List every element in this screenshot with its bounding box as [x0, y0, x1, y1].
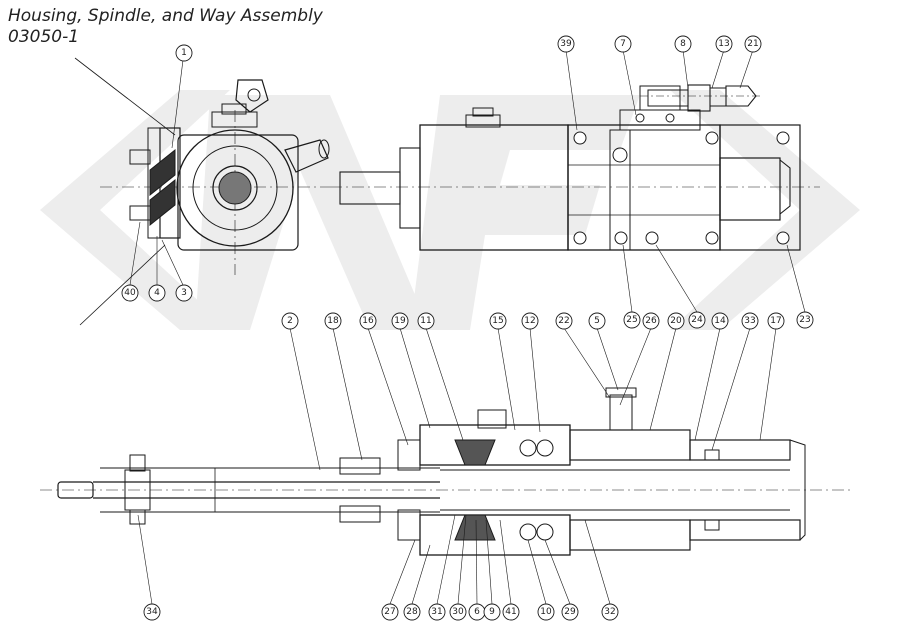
- callout-28: 28: [403, 603, 421, 621]
- svg-text:28: 28: [406, 607, 418, 617]
- callout-24: 24: [688, 311, 706, 329]
- svg-text:27: 27: [384, 607, 395, 617]
- svg-text:2: 2: [287, 316, 293, 326]
- callout-12: 12: [521, 312, 539, 330]
- callout-33: 33: [741, 312, 759, 330]
- callout-17: 17: [767, 312, 785, 330]
- callout-23: 23: [796, 311, 814, 329]
- callout-7: 7: [614, 35, 632, 53]
- svg-text:8: 8: [680, 39, 686, 49]
- svg-text:9: 9: [489, 607, 495, 617]
- callout-41: 41: [502, 603, 520, 621]
- svg-text:13: 13: [718, 39, 729, 49]
- svg-text:18: 18: [327, 316, 339, 326]
- svg-text:10: 10: [540, 607, 552, 617]
- section-view: [40, 387, 850, 556]
- svg-text:16: 16: [362, 316, 374, 326]
- callout-3: 3: [175, 284, 193, 302]
- svg-text:11: 11: [420, 316, 431, 326]
- svg-text:32: 32: [604, 607, 615, 617]
- watermark: [40, 90, 860, 330]
- callout-30: 30: [449, 603, 467, 621]
- svg-text:41: 41: [505, 607, 516, 617]
- side-view: [330, 84, 820, 251]
- callout-29: 29: [561, 603, 579, 621]
- svg-text:1: 1: [181, 48, 187, 58]
- svg-text:21: 21: [747, 39, 758, 49]
- svg-text:30: 30: [452, 607, 464, 617]
- callout-1: 1: [175, 44, 193, 62]
- svg-text:40: 40: [124, 288, 136, 298]
- svg-text:31: 31: [431, 607, 442, 617]
- callout-27: 27: [381, 603, 399, 621]
- callout-15: 15: [489, 312, 507, 330]
- svg-text:34: 34: [146, 607, 158, 617]
- svg-text:33: 33: [744, 316, 755, 326]
- callout-39: 39: [557, 35, 575, 53]
- svg-text:15: 15: [492, 316, 503, 326]
- callout-2: 2: [281, 312, 299, 330]
- title-line-2: 03050-1: [8, 27, 80, 47]
- callout-19: 19: [391, 312, 409, 330]
- svg-text:25: 25: [626, 315, 637, 325]
- callout-20: 20: [667, 312, 685, 330]
- callout-11: 11: [417, 312, 435, 330]
- callout-21: 21: [744, 35, 762, 53]
- svg-text:17: 17: [770, 316, 781, 326]
- svg-text:19: 19: [394, 316, 406, 326]
- callout-10: 10: [537, 603, 555, 621]
- callout-34: 34: [143, 603, 161, 621]
- diagram-title: Housing, Spindle, and Way Assembly 03050…: [8, 6, 323, 48]
- callout-18: 18: [324, 312, 342, 330]
- svg-text:29: 29: [564, 607, 576, 617]
- svg-text:5: 5: [594, 316, 600, 326]
- svg-text:12: 12: [524, 316, 535, 326]
- callout-16: 16: [359, 312, 377, 330]
- callout-22: 22: [555, 312, 573, 330]
- svg-text:6: 6: [474, 607, 480, 617]
- svg-text:3: 3: [181, 288, 187, 298]
- callout-25: 25: [623, 311, 641, 329]
- callout-5: 5: [588, 312, 606, 330]
- svg-text:26: 26: [645, 316, 657, 326]
- svg-text:4: 4: [154, 288, 160, 298]
- end-view: [74, 57, 330, 326]
- callout-14: 14: [711, 312, 729, 330]
- callout-8: 8: [674, 35, 692, 53]
- callout-32: 32: [601, 603, 619, 621]
- svg-text:20: 20: [670, 316, 682, 326]
- svg-text:24: 24: [691, 315, 703, 325]
- callout-31: 31: [428, 603, 446, 621]
- callout-4: 4: [148, 284, 166, 302]
- callout-26: 26: [642, 312, 660, 330]
- svg-text:22: 22: [558, 316, 569, 326]
- callout-40: 40: [121, 284, 139, 302]
- svg-text:23: 23: [799, 315, 810, 325]
- leader-lines: [129, 49, 806, 605]
- callout-6: 6: [468, 603, 486, 621]
- title-line-1: Housing, Spindle, and Way Assembly: [8, 6, 323, 26]
- callout-9: 9: [483, 603, 501, 621]
- callout-13: 13: [715, 35, 733, 53]
- svg-text:7: 7: [620, 39, 626, 49]
- svg-text:39: 39: [560, 39, 572, 49]
- svg-text:14: 14: [714, 316, 726, 326]
